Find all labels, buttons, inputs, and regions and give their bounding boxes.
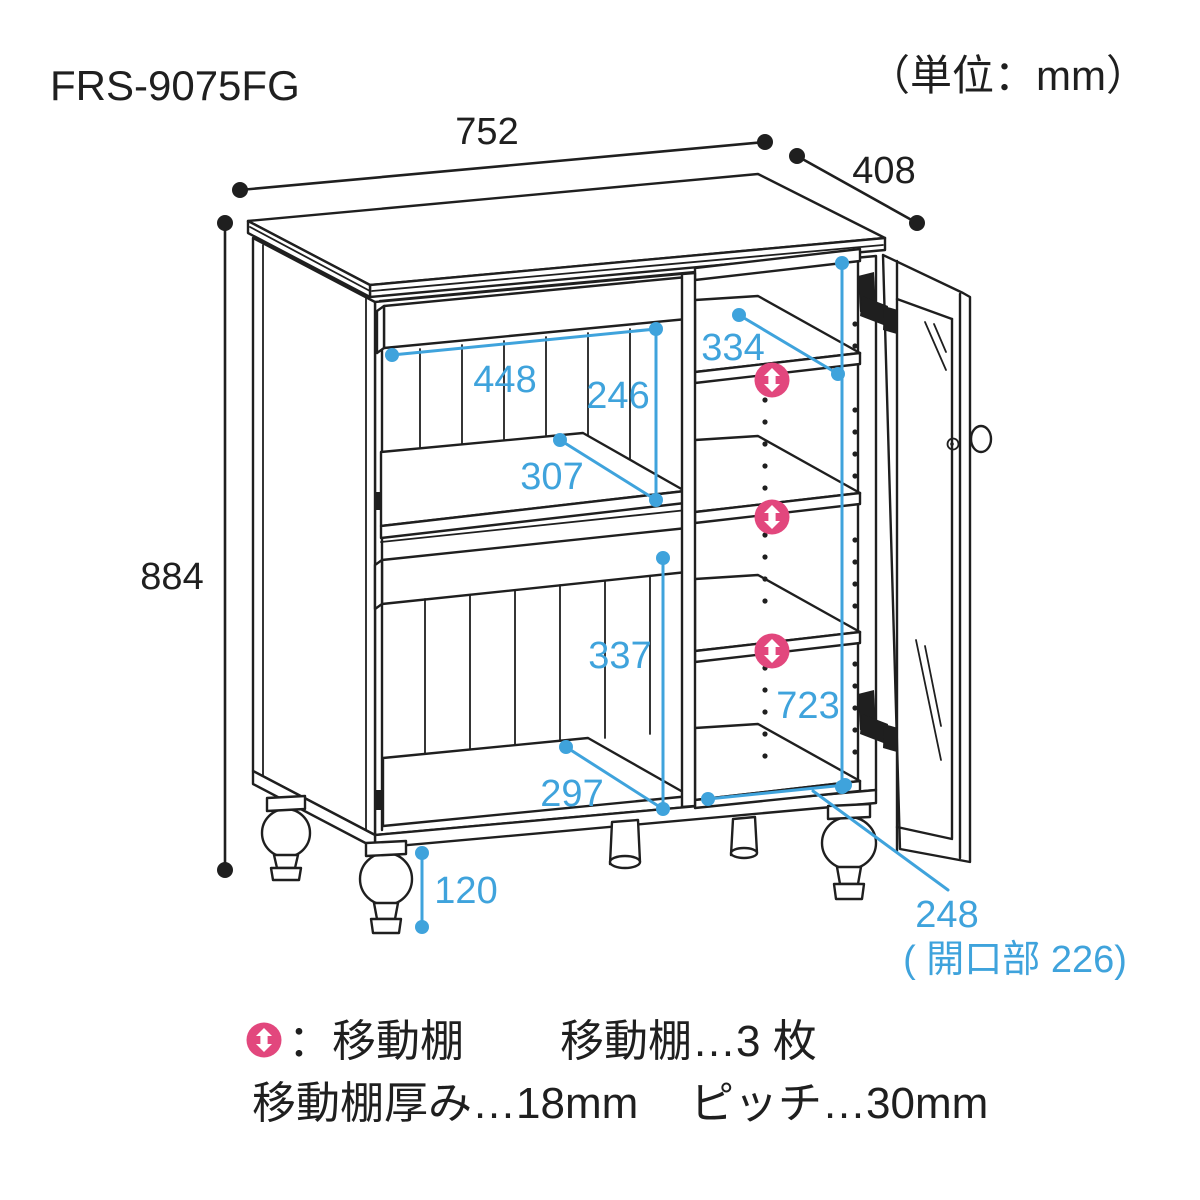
leg-front-left [358,839,414,935]
cabinet-drawing [246,172,993,935]
dim-bottom-depth: 297 [540,740,665,815]
left-hinge-plate-icon [375,492,384,510]
dim-lower-inner-height-label: 337 [588,635,651,677]
upper-back-slats [419,328,631,461]
up-down-arrow-icon [246,1022,282,1058]
dim-leg-height-label: 120 [434,870,497,912]
cabinet-top [246,172,887,299]
legend-icon-label: ：移動棚 [288,1017,464,1066]
dim-right-inner-height: 723 [776,256,849,794]
dim-inner-width-label: 448 [473,359,536,401]
legend-shelf-count: 移動棚…3 枚 [560,1017,817,1066]
dim-upper-inner-height-label: 246 [586,375,649,417]
dim-upper-shelf-depth: 307 [520,433,658,502]
dim-depth-label: 408 [852,150,915,192]
leg-back-right [729,815,759,860]
door-knob-icon [946,424,993,454]
leg-front-right [820,802,878,901]
legend-pitch: ピッチ…30mm [690,1079,988,1128]
dim-depth: 408 [789,148,925,231]
page-title: FRS-9075FG [50,62,300,109]
legend: ：移動棚 移動棚…3 枚 移動棚厚み…18mm ピッチ…30mm [246,1017,988,1128]
dim-right-shelf-depth-label: 334 [701,327,764,369]
dim-bottom-depth-label: 297 [540,773,603,815]
left-hinge-plate-icon [374,790,383,810]
dim-height-label: 884 [140,556,203,598]
dim-right-inner-height-label: 723 [776,685,839,727]
legend-shelf-thickness: 移動棚厚み…18mm [252,1079,638,1128]
dim-right-opening-label: ( 開口部 226) [903,939,1127,981]
hinge-bottom-icon [858,690,898,752]
dim-upper-inner-height: 246 [586,327,663,507]
hinge-top-icon [858,272,898,334]
lower-back-slats [424,575,651,756]
dim-leg-height: 120 [415,846,498,934]
dim-height: 884 [140,215,233,878]
dim-inner-width: 448 [385,322,663,401]
dim-right-section-width-label: 248 [915,894,978,936]
right-compartment [693,247,862,810]
dim-width: 752 [232,111,773,198]
unit-note: （単位：mm） [868,52,1148,99]
movable-shelf-icon [754,362,790,398]
shelf-pin-holes [852,321,858,755]
cabinet-left-side [251,236,377,837]
dim-upper-shelf-depth-label: 307 [520,456,583,498]
movable-shelf-icon [754,499,790,535]
dim-right-shelf-depth: 334 [701,308,845,381]
dim-right-section-width: 248 ( 開口部 226) [701,778,1127,981]
glass-glare [915,321,947,761]
movable-shelf-icon [754,633,790,669]
leg-back-left [260,794,312,882]
dim-width-label: 752 [455,111,518,153]
cabinet-door [858,253,993,864]
center-divider [680,271,697,809]
leg-back-center [608,818,642,870]
